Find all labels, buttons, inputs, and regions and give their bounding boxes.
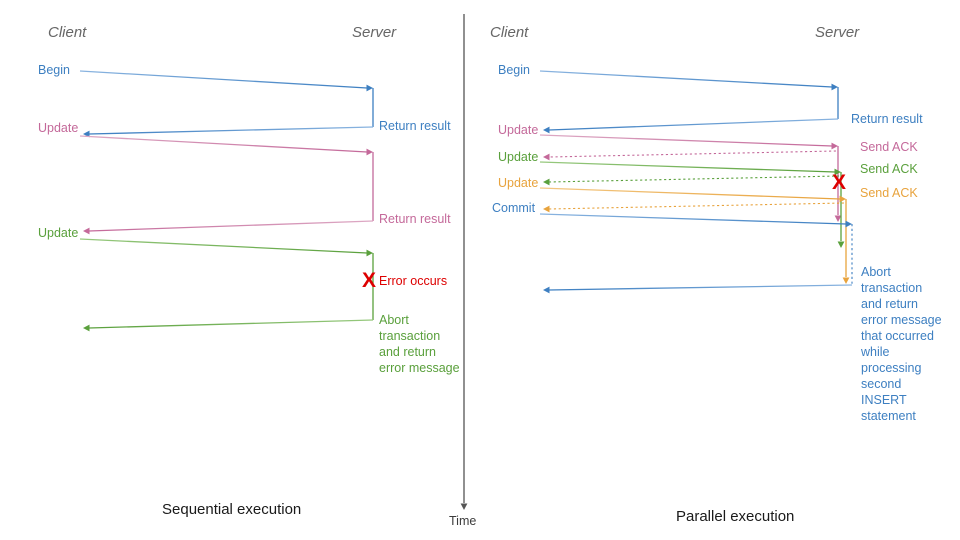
- message-label-return-result: Return result: [851, 112, 923, 126]
- message-label-update-2: Update: [498, 150, 539, 164]
- message-label-update-1: Update: [38, 121, 79, 135]
- message-label-abort-return: Abort transaction and return error message: [379, 312, 460, 376]
- actor-label-server: Server: [815, 24, 860, 41]
- label-line: Abort: [379, 313, 409, 327]
- error-x-icon: X: [362, 269, 377, 292]
- label-line: error message: [379, 361, 460, 375]
- label-line: transaction: [861, 281, 923, 295]
- label-line: and return: [379, 345, 436, 359]
- message-label-update-1: Update: [498, 123, 539, 137]
- message-label-send-ack-3: Send ACK: [860, 186, 918, 200]
- message-label-abort-return: Abort transaction and return error message t…: [861, 264, 942, 424]
- message-label-begin: Begin: [498, 63, 530, 77]
- message-label-send-ack-2: Send ACK: [860, 162, 918, 176]
- label-line: INSERT: [861, 393, 907, 407]
- message-label-update-3: Update: [498, 176, 539, 190]
- label-line: and return: [861, 297, 918, 311]
- message-label-return-result-1: Return result: [379, 119, 451, 133]
- label-line: that occurred: [861, 329, 934, 343]
- message-label-return-result-2: Return result: [379, 212, 451, 226]
- message-label-update-2: Update: [38, 226, 79, 240]
- message-label-commit: Commit: [492, 201, 536, 215]
- panel-caption-sequential: Sequential execution: [162, 501, 302, 518]
- label-line: second: [861, 377, 902, 391]
- message-label-send-ack-1: Send ACK: [860, 140, 918, 154]
- actor-label-client: Client: [490, 24, 529, 41]
- label-line: Abort: [861, 265, 891, 279]
- label-line: error message: [861, 313, 942, 327]
- actor-label-client: Client: [48, 24, 87, 41]
- label-line: processing: [861, 361, 922, 375]
- message-label-begin: Begin: [38, 63, 70, 77]
- error-x-icon: X: [832, 171, 847, 194]
- label-line: transaction: [379, 329, 441, 343]
- label-line: statement: [861, 409, 916, 423]
- error-label: Error occurs: [379, 274, 448, 288]
- actor-label-server: Server: [352, 24, 397, 41]
- time-axis-label: Time: [449, 514, 477, 528]
- label-line: while: [861, 345, 890, 359]
- panel-caption-parallel: Parallel execution: [676, 508, 795, 525]
